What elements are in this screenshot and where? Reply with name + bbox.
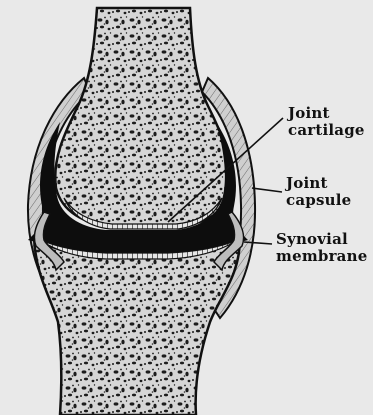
joint-diagram: Joint cartilage Joint capsule Synovial m… bbox=[0, 0, 373, 415]
